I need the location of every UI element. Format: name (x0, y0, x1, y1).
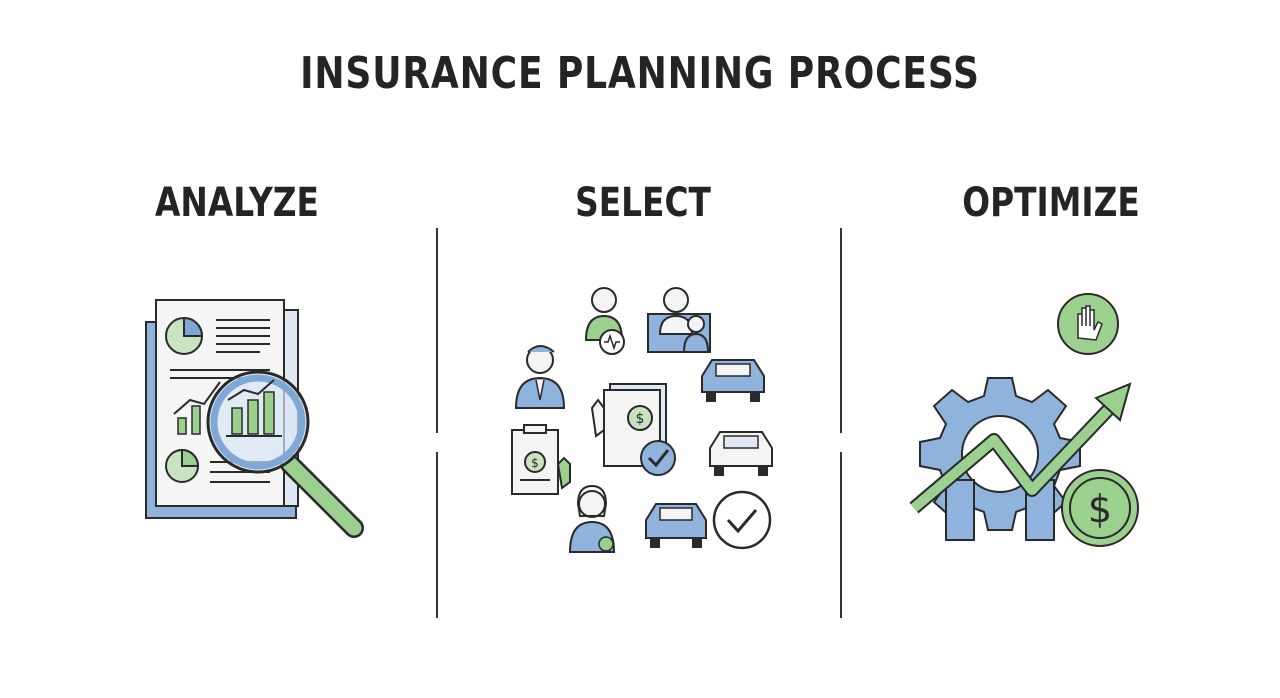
pie-chart-icon (165, 448, 200, 483)
woman-icon (568, 484, 616, 553)
growth-arrow-icon (909, 382, 1132, 514)
car-icon (645, 503, 707, 548)
step-heading-select: SELECT (575, 180, 711, 226)
agent-icon (584, 287, 625, 355)
svg-text:$: $ (1088, 487, 1112, 531)
dollar-coin-icon: $ (1061, 469, 1139, 547)
magnifying-glass-icon (206, 370, 364, 538)
optimize-illustration: $ (908, 290, 1148, 550)
divider-right-bottom (840, 452, 842, 618)
bar-chart-icon (173, 381, 221, 435)
pie-chart-icon (165, 316, 204, 355)
select-illustration: $ $ (500, 280, 800, 560)
step-heading-analyze: ANALYZE (155, 180, 319, 226)
divider-left-bottom (436, 452, 438, 618)
policy-book-icon: $ (590, 383, 676, 476)
svg-text:$: $ (636, 411, 645, 427)
clipboard-dollar-icon: $ (511, 424, 571, 495)
businessman-icon (514, 345, 566, 409)
checkmark-circle-icon (712, 490, 772, 550)
car-icon (709, 431, 773, 476)
analyze-illustration (140, 296, 370, 546)
step-heading-optimize: OPTIMIZE (962, 180, 1140, 226)
divider-right-top (840, 228, 842, 433)
page-title: INSURANCE PLANNING PROCESS (300, 48, 980, 99)
family-icon (647, 287, 711, 353)
divider-left-top (436, 228, 438, 433)
svg-text:$: $ (531, 456, 539, 470)
car-icon (701, 359, 765, 402)
hand-badge-icon (1057, 293, 1119, 355)
